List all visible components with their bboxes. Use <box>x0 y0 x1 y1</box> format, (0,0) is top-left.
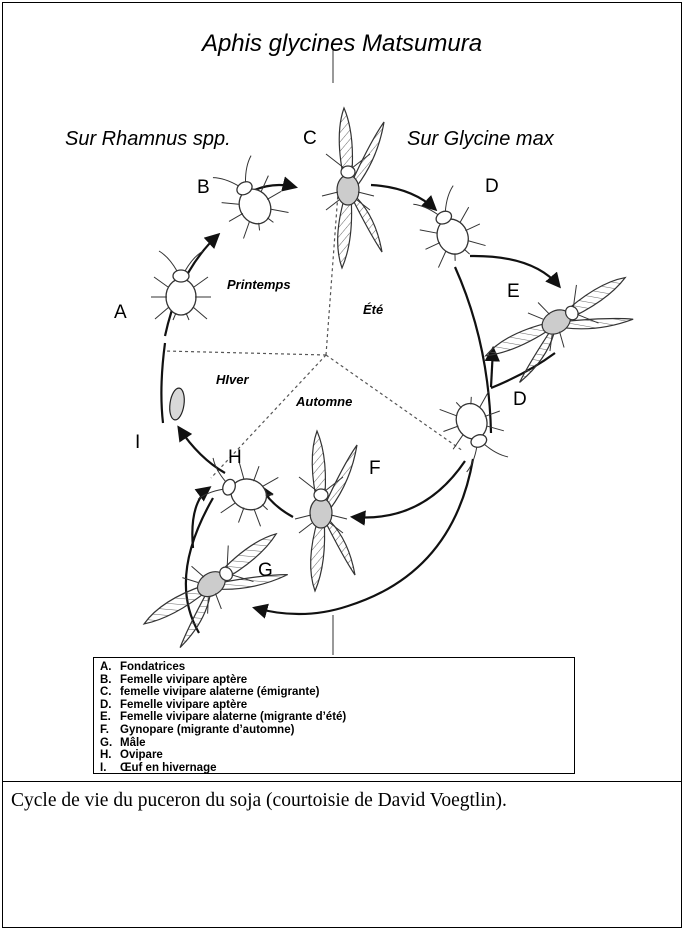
legend-item: B.Femelle vivipare aptère <box>100 674 568 687</box>
legend-item: C.femelle vivipare alaterne (émigrante) <box>100 686 568 699</box>
legend-key: B. <box>100 674 120 687</box>
legend-item: D.Femelle vivipare aptère <box>100 699 568 712</box>
stage-letter-C: C <box>303 128 317 149</box>
stage-letter-B: B <box>197 177 210 198</box>
aphid-F-icon <box>295 431 357 591</box>
legend-key: I. <box>100 762 120 775</box>
stage-letter-A: A <box>114 302 127 323</box>
stage-letter-D-top: D <box>485 176 499 197</box>
figure-caption: Cycle de vie du puceron du soja (courtoi… <box>11 789 675 812</box>
legend-key: D. <box>100 699 120 712</box>
legend-item: H.Ovipare <box>100 749 568 762</box>
legend-item: A.Fondatrices <box>100 661 568 674</box>
legend-box: A.Fondatrices B.Femelle vivipare aptère … <box>93 657 575 774</box>
season-summer: Été <box>363 302 383 317</box>
legend-item: F.Gynopare (migrante d’automne) <box>100 724 568 737</box>
legend-key: A. <box>100 661 120 674</box>
legend-text: Femelle vivipare aptère <box>120 699 247 712</box>
aphid-C-icon <box>322 108 384 268</box>
legend-text: Gynopare (migrante d’automne) <box>120 724 294 737</box>
stage-letter-F: F <box>369 458 381 479</box>
legend-key: E. <box>100 711 120 724</box>
aphid-A-icon <box>151 251 211 320</box>
stage-letter-H: H <box>228 447 242 468</box>
legend-item: I.Œuf en hivernage <box>100 762 568 775</box>
figure-cell: Aphis glycines Matsumura Sur Rhamnus spp… <box>3 3 681 782</box>
legend-key: H. <box>100 749 120 762</box>
legend-text: Ovipare <box>120 749 163 762</box>
right-host-label: Sur Glycine max <box>407 128 555 150</box>
legend-item: E.Femelle vivipare alaterne (migrante d’… <box>100 711 568 724</box>
egg-icon <box>168 387 186 421</box>
aphid-G-icon <box>133 516 300 659</box>
aphid-D-bottom-icon <box>436 389 516 474</box>
stage-letter-I: I <box>135 432 140 453</box>
legend-text: Fondatrices <box>120 661 185 674</box>
season-dividers <box>165 193 463 478</box>
legend-key: C. <box>100 686 120 699</box>
legend-text: Œuf en hivernage <box>120 762 217 775</box>
legend-text: Femelle vivipare alaterne (migrante d’ét… <box>120 711 346 724</box>
stage-letter-E: E <box>507 281 520 302</box>
legend-key: F. <box>100 724 120 737</box>
season-spring: Printemps <box>227 277 291 292</box>
legend-text: femelle vivipare alaterne (émigrante) <box>120 686 319 699</box>
stage-letter-D-bottom: D <box>513 389 527 410</box>
diagram-title: Aphis glycines Matsumura <box>200 30 482 57</box>
legend-item: G.Mâle <box>100 737 568 750</box>
cycle-arrows <box>161 185 559 633</box>
aphid-B-icon <box>206 152 292 242</box>
left-host-label: Sur Rhamnus spp. <box>65 128 231 150</box>
legend-text: Femelle vivipare aptère <box>120 674 247 687</box>
aphid-E-icon <box>476 258 646 392</box>
season-winter: HIver <box>216 372 249 387</box>
legend-text: Mâle <box>120 737 146 750</box>
season-autumn: Automne <box>295 394 352 409</box>
legend-key: G. <box>100 737 120 750</box>
stage-letter-G: G <box>258 560 273 581</box>
